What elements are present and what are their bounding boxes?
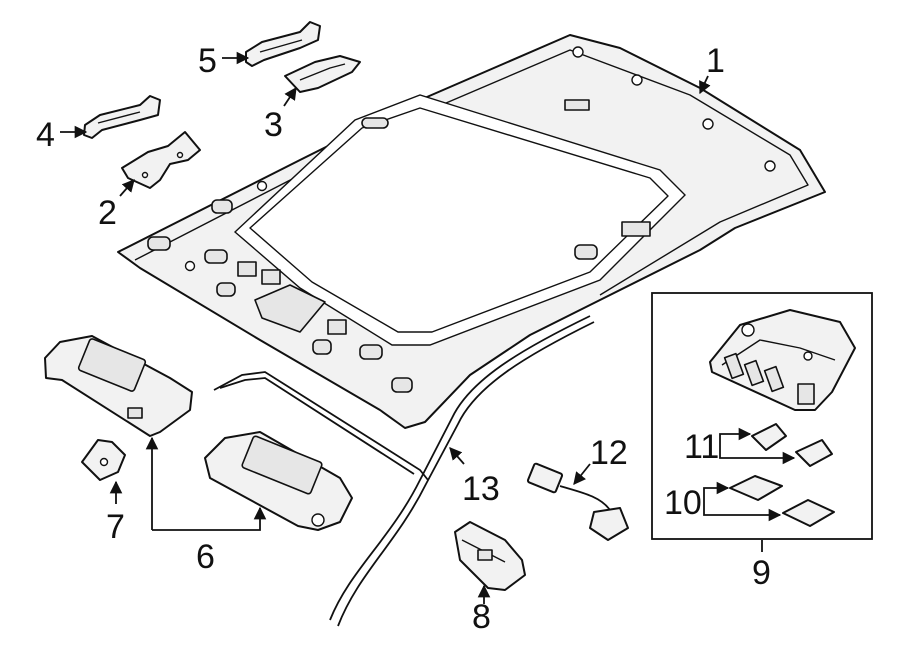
visor-clip-part-7	[81, 439, 126, 481]
assist-grip-part-5	[245, 21, 321, 67]
callout-1: 1	[706, 42, 725, 80]
callout-7: 7	[106, 508, 125, 546]
callout-6: 6	[196, 538, 215, 576]
overhead-console-inset	[651, 292, 873, 540]
sun-visor-right	[204, 431, 353, 531]
callout-4: 4	[36, 116, 55, 154]
sun-visor-left	[44, 335, 193, 437]
bulbs-part-11	[751, 423, 833, 467]
callout-2: 2	[98, 194, 117, 232]
callout-5: 5	[198, 42, 217, 80]
callout-10: 10	[664, 484, 702, 522]
mounting-holes	[184, 46, 776, 294]
callout-12: 12	[590, 434, 628, 472]
bracket-part-3	[284, 55, 361, 93]
callout-3: 3	[264, 106, 283, 144]
map-lamp-part-8	[454, 521, 526, 591]
headliner	[117, 34, 826, 429]
callout-numbers: 1 2 3 4 5 6 7 8 9 10 11 12 13	[36, 42, 771, 636]
console-pockets	[147, 99, 651, 393]
callout-8: 8	[472, 598, 491, 636]
leader-lines	[60, 51, 796, 604]
bracket-part-2	[121, 131, 201, 189]
sunroof-opening	[233, 94, 686, 346]
wire-harness-part-13	[213, 315, 595, 627]
connector-part-12	[526, 462, 629, 541]
callout-9: 9	[752, 554, 771, 592]
lenses-part-10	[729, 475, 835, 527]
callout-13: 13	[462, 470, 500, 508]
assist-grip-part-4	[83, 95, 161, 139]
callout-11: 11	[684, 428, 719, 466]
inset-frame	[651, 292, 873, 540]
